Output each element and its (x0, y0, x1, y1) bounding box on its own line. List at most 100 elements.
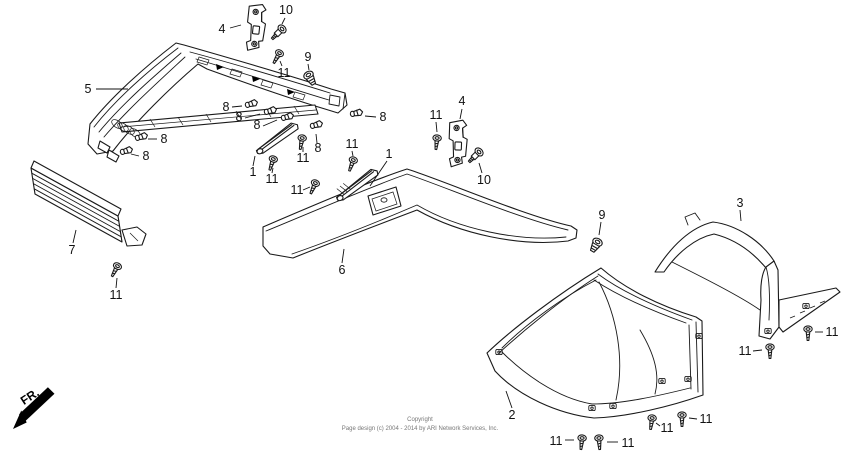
svg-text:11: 11 (110, 288, 123, 302)
svg-text:8: 8 (254, 118, 261, 132)
callout-8-a[interactable]: 8 (223, 100, 243, 114)
callout-8-left-low[interactable]: 8 (130, 149, 150, 163)
callout-9-top[interactable]: 9 (305, 50, 312, 71)
part-10-bolt (268, 22, 289, 43)
callout-2[interactable]: 2 (505, 390, 516, 422)
callout-11-i[interactable]: 11 (655, 421, 674, 435)
svg-text:9: 9 (599, 208, 606, 222)
molding-recess (367, 186, 402, 216)
part-2-center-cover (486, 267, 704, 419)
svg-text:6: 6 (339, 263, 346, 277)
svg-text:7: 7 (69, 243, 76, 257)
svg-text:11: 11 (661, 421, 674, 435)
svg-text:11: 11 (430, 108, 443, 122)
front-direction-indicator: FR. (13, 386, 55, 429)
part-3-side-cover (654, 212, 841, 340)
part-11-screw (645, 413, 658, 431)
callout-1-right[interactable]: 1 (369, 147, 393, 187)
svg-text:8: 8 (143, 149, 150, 163)
callout-9-right[interactable]: 9 (599, 208, 606, 236)
callout-6[interactable]: 6 (339, 248, 346, 277)
callout-8-left-mid[interactable]: 8 (148, 132, 168, 146)
part-4-bracket-top (244, 2, 269, 53)
svg-text:11: 11 (278, 66, 291, 80)
part-11-screw (265, 154, 279, 172)
mount-tabs (97, 140, 120, 163)
svg-text:11: 11 (700, 412, 713, 426)
part-11-screw (269, 47, 286, 66)
part-7-front-grille (30, 160, 147, 247)
callout-11-f[interactable]: 11 (110, 277, 123, 302)
callout-11-g[interactable]: 11 (739, 344, 763, 358)
callout-8-bottom[interactable]: 8 (315, 133, 322, 155)
svg-text:11: 11 (550, 434, 563, 448)
svg-text:1: 1 (250, 165, 257, 179)
part-11-screw (677, 411, 687, 428)
svg-text:11: 11 (291, 183, 304, 197)
callout-10-mid[interactable]: 10 (477, 162, 491, 187)
part-11-screw (344, 155, 359, 173)
part-11-screw (306, 177, 322, 196)
callout-8-right[interactable]: 8 (364, 110, 387, 124)
part-4-bracket-mid (447, 119, 469, 168)
part-8-clip (244, 98, 259, 109)
svg-text:4: 4 (219, 22, 226, 36)
callouts: 5 4 10 11 9 8 8 8 8 8 8 8 1 11 11 11 1 1… (69, 3, 839, 450)
callout-4-mid[interactable]: 4 (459, 94, 466, 120)
grille-bracket (121, 226, 147, 247)
svg-text:11: 11 (297, 151, 310, 165)
svg-text:1: 1 (386, 147, 393, 161)
callout-11-top[interactable]: 11 (278, 60, 291, 80)
part-8-clip (349, 108, 364, 118)
svg-text:8: 8 (315, 141, 322, 155)
callout-11-e[interactable]: 11 (430, 108, 443, 133)
svg-text:11: 11 (346, 137, 359, 151)
callout-8-b[interactable]: 8 (236, 110, 261, 124)
svg-text:4: 4 (459, 94, 466, 108)
watermark: Copyright Page design (c) 2004 - 2014 by… (342, 417, 499, 432)
callout-1-left[interactable]: 1 (250, 155, 257, 179)
callout-8-c[interactable]: 8 (254, 118, 278, 132)
part-11-screw (765, 343, 775, 360)
part-11-screw (576, 433, 588, 451)
callout-11-h[interactable]: 11 (815, 325, 839, 339)
callout-10-top[interactable]: 10 (279, 3, 293, 25)
svg-text:10: 10 (279, 3, 293, 17)
clip-seat-marks (196, 56, 306, 101)
svg-text:3: 3 (737, 196, 744, 210)
svg-text:11: 11 (266, 172, 279, 186)
svg-text:8: 8 (380, 110, 387, 124)
callout-11-d[interactable]: 11 (291, 183, 311, 197)
part-11-screw (803, 325, 813, 342)
callout-5[interactable]: 5 (85, 82, 128, 96)
svg-text:5: 5 (85, 82, 92, 96)
svg-text:11: 11 (622, 436, 635, 450)
svg-text:10: 10 (477, 173, 491, 187)
watermark-line1: Copyright (407, 417, 433, 423)
svg-text:8: 8 (236, 110, 243, 124)
part-10-bolt (465, 145, 486, 166)
callout-11-a[interactable]: 11 (266, 167, 279, 186)
part-8-clip (134, 131, 149, 142)
part-1-marker-lamp-right (331, 166, 383, 203)
callout-3[interactable]: 3 (737, 196, 744, 222)
svg-text:9: 9 (305, 50, 312, 64)
callout-11-l[interactable]: 11 (607, 436, 635, 450)
part-11-screw (295, 133, 308, 151)
callout-7[interactable]: 7 (69, 229, 77, 257)
svg-text:11: 11 (739, 344, 752, 358)
callout-11-c[interactable]: 11 (346, 137, 359, 157)
part-11-screw (431, 133, 443, 151)
part-6-lower-molding (262, 168, 578, 259)
part-11-screw (593, 434, 605, 451)
callout-11-k[interactable]: 11 (550, 434, 574, 448)
svg-text:8: 8 (223, 100, 230, 114)
svg-text:11: 11 (826, 325, 839, 339)
callout-4-top[interactable]: 4 (219, 22, 242, 36)
part-11-screw (107, 260, 124, 279)
callout-11-b[interactable]: 11 (297, 147, 310, 165)
svg-text:8: 8 (161, 132, 168, 146)
callout-11-j[interactable]: 11 (688, 412, 713, 426)
